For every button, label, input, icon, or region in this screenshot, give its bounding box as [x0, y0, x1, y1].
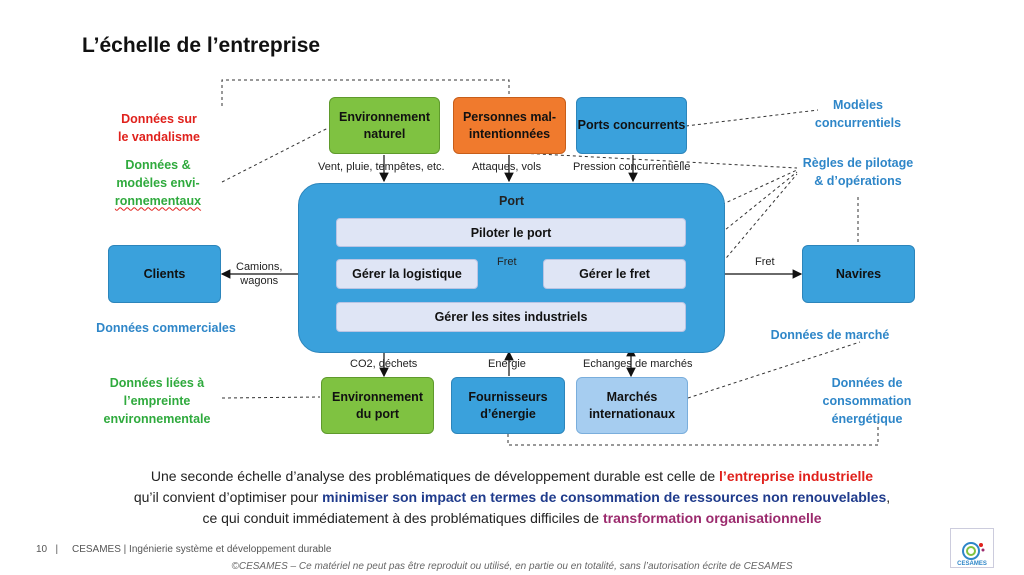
piloter-le-port: Piloter le port	[336, 218, 686, 247]
page-title: L’échelle de l’entreprise	[82, 34, 321, 57]
ports-concurrents-box: Ports concurrents	[576, 97, 687, 154]
donnees-commerciales: Données commerciales	[96, 321, 236, 335]
donnees-de-marche: Données de marché	[770, 328, 890, 342]
label-vent: Vent, pluie, tempêtes, etc.	[318, 161, 445, 173]
donnees-empreinte: Données liées à l’empreinte environnemen…	[90, 374, 224, 428]
modeles-line1: Modèles	[832, 98, 883, 112]
label-camions: Camions, wagons	[236, 260, 282, 289]
modeles-concurrentiels: Modèles concurrentiels	[803, 96, 913, 132]
label-camions-line2: wagons	[240, 275, 279, 288]
gerer-le-fret: Gérer le fret	[543, 259, 686, 289]
bottom-l2b: minimiser son impact en termes de consom…	[322, 489, 887, 505]
vandalisme-line1: Données sur	[121, 112, 197, 126]
env-line1: Données &	[125, 158, 191, 172]
footer-separator: |	[55, 544, 59, 555]
clients-box: Clients	[108, 245, 221, 303]
port-title: Port	[499, 194, 524, 208]
conso-line3: énergétique	[831, 412, 903, 427]
gerer-les-sites-industriels: Gérer les sites industriels	[336, 302, 686, 332]
label-echanges: Echanges de marchés	[583, 358, 693, 370]
copyright-notice: ©CESAMES – Ce matériel ne peut pas être …	[231, 561, 793, 572]
bottom-l1a: Une seconde échelle d’analyse des problé…	[150, 468, 720, 484]
gerer-la-logistique: Gérer la logistique	[336, 259, 478, 289]
modeles-line2: concurrentiels	[814, 116, 902, 131]
footer-text: CESAMES | Ingénierie système et développ…	[71, 544, 332, 555]
regles-line2: & d’opérations	[814, 174, 902, 189]
bottom-l3b: transformation organisationnelle	[602, 510, 822, 526]
label-pression: Pression concurrentielle	[573, 161, 691, 173]
bottom-l3a: ce qui conduit immédiatement à des probl…	[202, 510, 603, 526]
label-energie: Energie	[488, 358, 526, 370]
env-line3: ronnementaux	[114, 194, 202, 209]
footer: 10 | CESAMES | Ingénierie système et dév…	[36, 544, 331, 555]
donnees-environnementales: Données & modèles envi- ronnementaux	[96, 156, 220, 210]
regles-pilotage: Règles de pilotage & d’opérations	[793, 154, 923, 190]
label-camions-line1: Camions,	[236, 261, 283, 273]
bottom-l2a: qu’il convient d’optimiser pour	[133, 489, 323, 505]
label-attaques: Attaques, vols	[472, 161, 542, 173]
marches-internationaux-box: Marchés internationaux	[576, 377, 688, 434]
bottom-paragraph: Une seconde échelle d’analyse des problé…	[60, 466, 964, 529]
vandalisme-line2: le vandalisme	[118, 130, 200, 145]
bottom-line-3: ce qui conduit immédiatement à des probl…	[60, 508, 964, 529]
environnement-naturel-box: Environnement naturel	[329, 97, 440, 154]
regles-line1: Règles de pilotage	[802, 156, 914, 170]
conso-line1: Données de	[831, 376, 903, 390]
conso-line2: consommation	[822, 394, 912, 409]
empreinte-line3: environnementale	[103, 412, 211, 427]
bottom-l2c: ,	[886, 489, 891, 505]
bottom-line-1: Une seconde échelle d’analyse des problé…	[60, 466, 964, 487]
environnement-du-port-box: Environnement du port	[321, 377, 434, 434]
page-number: 10	[36, 544, 48, 555]
label-co2: CO2, déchets	[350, 358, 418, 370]
logo-swirl-icon	[962, 542, 985, 560]
personnes-malintentionnees-box: Personnes mal-intentionnées	[453, 97, 566, 154]
donnees-vandalisme: Données sur le vandalisme	[104, 110, 214, 146]
fournisseurs-energie-box: Fournisseurs d’énergie	[451, 377, 565, 434]
donnees-consommation: Données de consommation énergétique	[812, 374, 922, 428]
bottom-l1b: l’entreprise industrielle	[719, 468, 874, 484]
label-fret-outer: Fret	[755, 256, 775, 268]
logo-text: CESAMES	[957, 561, 987, 567]
cesames-logo: CESAMES	[950, 528, 994, 568]
empreinte-line1: Données liées à	[109, 376, 205, 390]
navires-box: Navires	[802, 245, 915, 303]
label-fret-inner: Fret	[497, 256, 517, 268]
empreinte-line2: l’empreinte	[123, 394, 191, 409]
bottom-line-2: qu’il convient d’optimiser pour minimise…	[60, 487, 964, 508]
env-line2: modèles envi-	[116, 176, 200, 191]
